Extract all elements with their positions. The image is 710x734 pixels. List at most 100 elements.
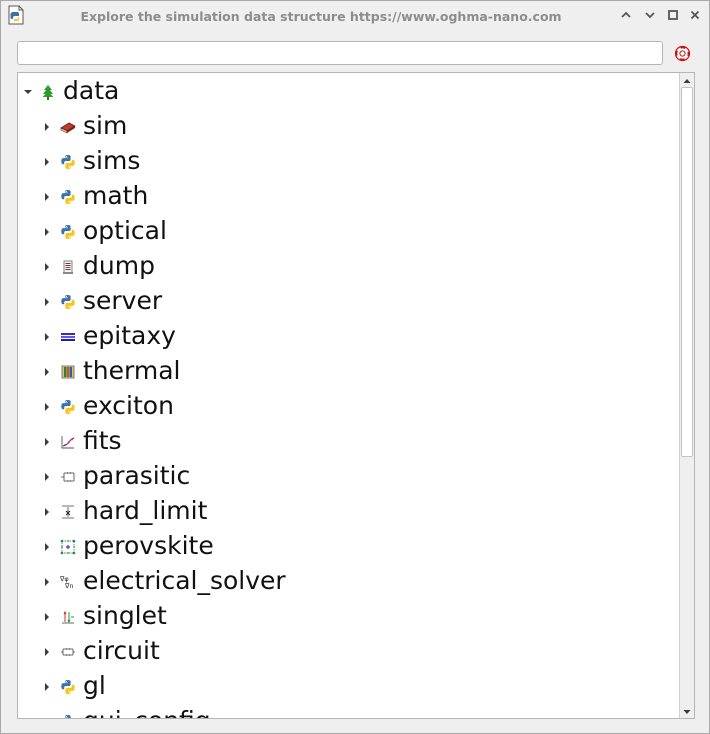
expand-arrow-icon[interactable] [45, 648, 49, 656]
chevron-down-icon [645, 12, 655, 19]
tree-item-label: hard_limit [83, 496, 208, 525]
tree-item-label: dump [83, 251, 155, 280]
electrical-solver-icon: ∇φ∇n [59, 574, 76, 590]
tree-item-label: exciton [83, 391, 174, 420]
tree-item-label: sim [83, 111, 128, 140]
arrow-down-icon [683, 710, 691, 714]
thermal-icon [60, 364, 76, 380]
expand-arrow-icon[interactable] [45, 193, 49, 201]
tree-root-data[interactable]: data [18, 74, 678, 109]
scroll-up-button[interactable] [680, 73, 694, 87]
tree-item-exciton[interactable]: exciton [18, 389, 678, 424]
tree-item-label: gl [83, 671, 106, 700]
tree-item-label: server [83, 286, 163, 315]
search-input[interactable] [17, 41, 663, 65]
tree-item-label: epitaxy [83, 321, 176, 350]
book-icon [60, 119, 76, 135]
tree-item-perovskite[interactable]: perovskite [18, 529, 678, 564]
parasitic-circuit-icon [60, 469, 76, 485]
scrollbar-thumb[interactable] [681, 87, 693, 457]
tree-item-label: thermal [83, 356, 181, 385]
fit-graph-icon [60, 434, 76, 450]
tree-item-gui-config[interactable]: gui_config [18, 704, 678, 719]
singlet-icon [60, 609, 76, 625]
tree-item-sims[interactable]: sims [18, 144, 678, 179]
maximize-icon [668, 10, 678, 20]
dump-icon [60, 259, 76, 275]
tree-item-electrical-solver[interactable]: ∇φ∇n electrical_solver [18, 564, 678, 599]
expand-arrow-icon[interactable] [45, 508, 49, 516]
python-icon [60, 714, 76, 718]
tree-item-fits[interactable]: fits [18, 424, 678, 459]
tree-item-parasitic[interactable]: parasitic [18, 459, 678, 494]
tree-item-label: circuit [83, 636, 160, 665]
tree-item-optical[interactable]: optical [18, 214, 678, 249]
lifebuoy-icon [674, 45, 691, 62]
tree-item-label: data [63, 76, 120, 105]
search-help-button[interactable] [674, 45, 691, 62]
window-title: Explore the simulation data structure ht… [80, 9, 562, 24]
tree-item-label: singlet [83, 601, 167, 630]
tree-item-dump[interactable]: dump [18, 249, 678, 284]
expand-arrow-icon[interactable] [45, 158, 49, 166]
python-icon [60, 399, 76, 415]
tree-item-gl[interactable]: gl [18, 669, 678, 704]
tree-item-label: perovskite [83, 531, 214, 560]
tree-item-label: optical [83, 216, 167, 245]
expand-arrow-icon[interactable] [45, 718, 49, 719]
tree-item-label: math [83, 181, 149, 210]
window-maximize-button[interactable] [665, 7, 681, 23]
tree-item-label: sims [83, 146, 141, 175]
expanded-arrow-icon[interactable] [24, 90, 32, 94]
expand-arrow-icon[interactable] [45, 473, 49, 481]
tree-item-label: electrical_solver [83, 566, 286, 595]
tree-icon [40, 84, 56, 100]
tree-item-thermal[interactable]: thermal [18, 354, 678, 389]
expand-arrow-icon[interactable] [45, 228, 49, 236]
expand-arrow-icon[interactable] [45, 368, 49, 376]
expand-arrow-icon[interactable] [45, 543, 49, 551]
circuit-icon [60, 644, 76, 660]
close-icon [690, 10, 700, 20]
chevron-up-icon [621, 11, 631, 18]
tree-item-circuit[interactable]: circuit [18, 634, 678, 669]
title-bar[interactable]: Explore the simulation data structure ht… [1, 1, 709, 31]
expand-arrow-icon[interactable] [45, 578, 49, 586]
expand-arrow-icon[interactable] [45, 613, 49, 621]
scroll-down-button[interactable] [680, 704, 694, 718]
app-python-document-icon [8, 5, 24, 25]
tree-item-epitaxy[interactable]: epitaxy [18, 319, 678, 354]
expand-arrow-icon[interactable] [45, 123, 49, 131]
svg-text:∇φ: ∇φ [60, 575, 69, 583]
expand-arrow-icon[interactable] [45, 438, 49, 446]
tree-item-label: fits [83, 426, 122, 455]
python-icon [60, 154, 76, 170]
tree-item-hard-limit[interactable]: hard_limit [18, 494, 678, 529]
data-tree-view[interactable]: data sim sims math optical dump server epitaxy t… [17, 72, 695, 719]
python-icon [60, 679, 76, 695]
expand-arrow-icon[interactable] [45, 298, 49, 306]
window-minimize-button[interactable] [642, 7, 658, 23]
perovskite-icon [60, 539, 76, 555]
tree-item-singlet[interactable]: singlet [18, 599, 678, 634]
python-icon [60, 294, 76, 310]
python-icon [60, 189, 76, 205]
svg-text:∇n: ∇n [64, 582, 73, 590]
arrow-up-icon [683, 79, 691, 83]
expand-arrow-icon[interactable] [45, 683, 49, 691]
tree-item-label: parasitic [83, 461, 191, 490]
python-icon [60, 224, 76, 240]
tree-item-server[interactable]: server [18, 284, 678, 319]
layers-icon [60, 329, 76, 345]
tree-item-math[interactable]: math [18, 179, 678, 214]
window-close-button[interactable] [687, 7, 703, 23]
vertical-scrollbar[interactable] [679, 73, 694, 718]
expand-arrow-icon[interactable] [45, 263, 49, 271]
expand-arrow-icon[interactable] [45, 333, 49, 341]
tree-item-sim[interactable]: sim [18, 109, 678, 144]
hard-limit-icon [60, 504, 76, 520]
window-shade-button[interactable] [618, 7, 634, 23]
tree-item-label: gui_config [83, 706, 211, 718]
expand-arrow-icon[interactable] [45, 403, 49, 411]
